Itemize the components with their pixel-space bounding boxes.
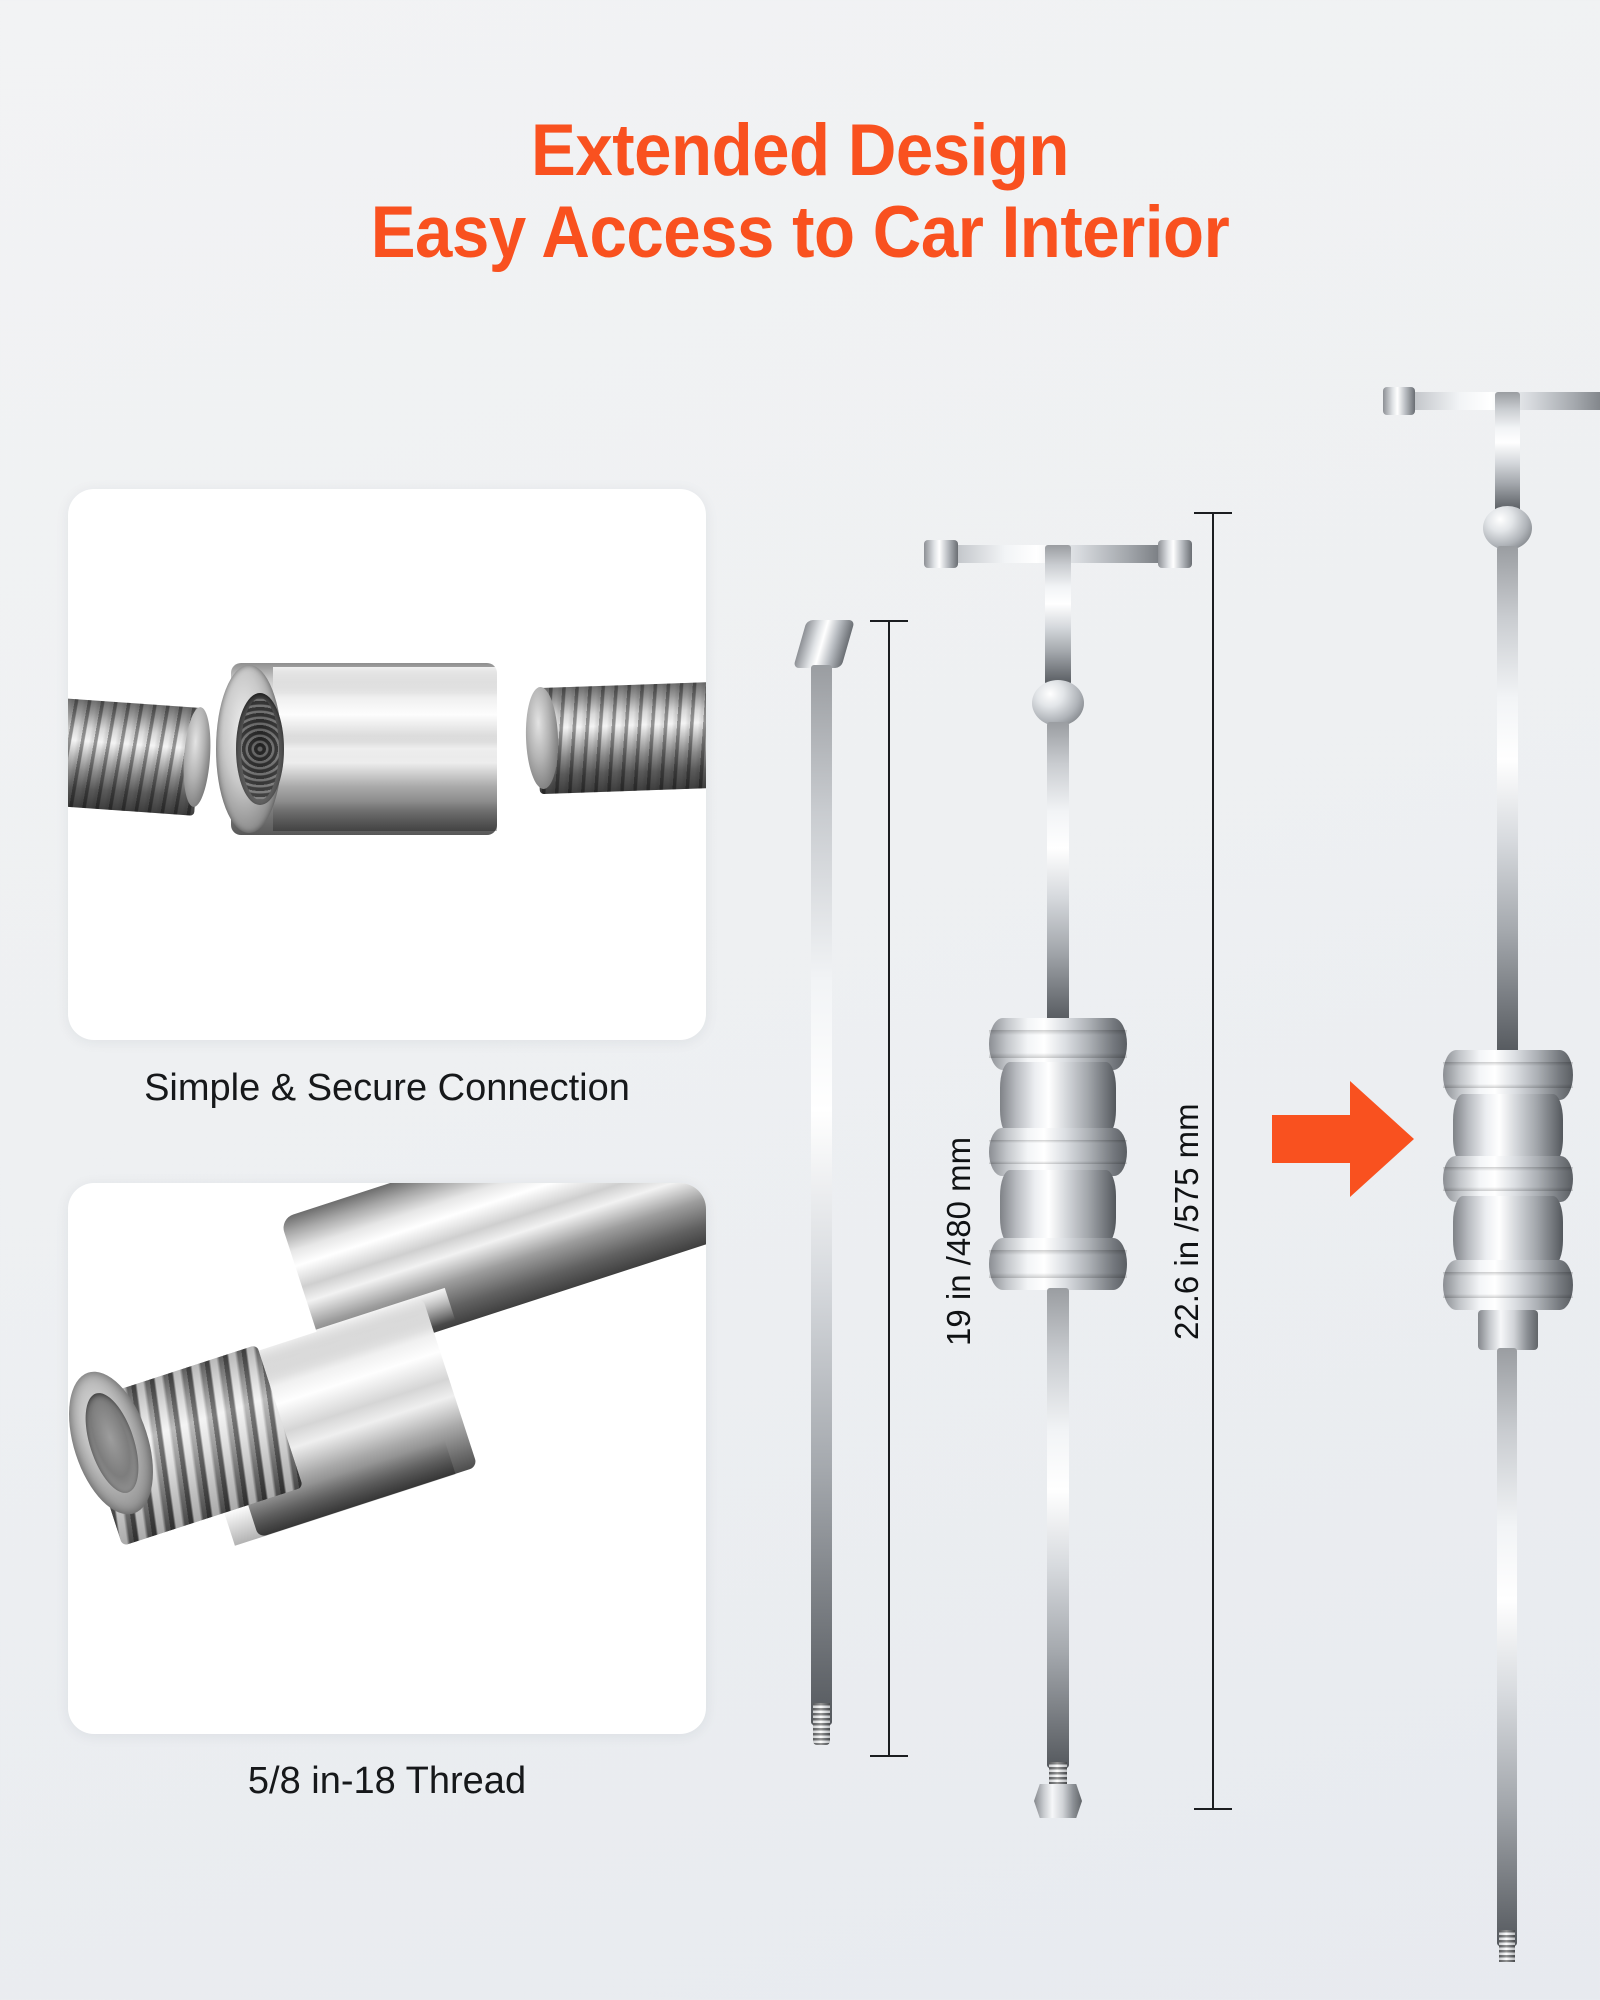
dimension-short-top-cap — [870, 620, 908, 622]
chrome-shaft-hex-nut-thread-photo — [68, 1183, 706, 1734]
grip-upper-waist — [1000, 1062, 1116, 1136]
stopper-ball-ext — [1483, 506, 1532, 550]
grip-top-flare-ext — [1443, 1050, 1573, 1100]
grip-middle-flare-ext — [1443, 1156, 1573, 1202]
heading-line-2: Easy Access to Car Interior — [370, 191, 1230, 273]
grip-bottom-flare-ext — [1443, 1260, 1573, 1310]
orange-right-arrow — [1272, 1075, 1414, 1203]
right-threaded-stud — [536, 681, 706, 795]
threaded-stud-and-hex-coupler-photo — [68, 489, 706, 1040]
grip-bottom-flare — [989, 1238, 1127, 1290]
caption-thread: 5/8 in-18 Thread — [247, 1760, 527, 1802]
grip-upper-waist-ext — [1453, 1094, 1563, 1164]
page-title: Extended Design Easy Access to Car Inter… — [64, 110, 1536, 274]
upper-shaft-ext — [1495, 392, 1520, 512]
coupler-joint — [1478, 1310, 1538, 1350]
thread-texture — [536, 681, 706, 795]
grip-top-flare — [989, 1018, 1127, 1070]
thread-texture — [68, 698, 202, 816]
grip-lower-waist-ext — [1453, 1196, 1563, 1266]
grip-middle-flare — [989, 1128, 1127, 1176]
dimension-short-label: 19 in /480 mm — [940, 1136, 977, 1346]
rod-bottom-thread — [813, 1703, 830, 1745]
coupler-top-facet — [273, 667, 497, 693]
upper-shaft — [1045, 545, 1071, 685]
dimension-short-bottom-cap — [870, 1755, 908, 1757]
foot-thread — [1049, 1762, 1067, 1786]
feature-card-connection — [68, 489, 706, 1040]
dimension-long-label: 22.6 in /575 mm — [1168, 1103, 1205, 1340]
stopper-ball — [1032, 680, 1084, 726]
dimension-short-line — [888, 620, 890, 1757]
heading-line-1: Extended Design — [531, 110, 1069, 191]
mid-shaft — [1047, 722, 1069, 1022]
dimension-long-bottom-cap — [1194, 1808, 1232, 1810]
hex-foot — [1034, 1784, 1082, 1818]
t-handle-bar-ext — [1385, 392, 1600, 410]
hex-coupler-bore — [236, 693, 284, 805]
dimension-long-top-cap — [1194, 512, 1232, 514]
t-handle-left-cap — [924, 540, 958, 568]
coupler-bottom-facet — [273, 801, 497, 831]
lower-extension-shaft — [1497, 1348, 1517, 1946]
rod-shaft — [811, 665, 832, 1725]
dimension-long-line — [1212, 512, 1214, 1810]
rod-top-tip — [793, 620, 855, 668]
mid-shaft-ext — [1497, 546, 1518, 1054]
left-threaded-stud — [68, 698, 202, 816]
grip-lower-waist — [1000, 1170, 1116, 1244]
caption-connection: Simple & Secure Connection — [144, 1067, 630, 1109]
lower-shaft — [1047, 1288, 1069, 1768]
extension-bottom-thread — [1499, 1930, 1515, 1962]
feature-card-thread — [68, 1183, 706, 1734]
t-handle-left-cap-ext — [1383, 387, 1415, 415]
t-handle-right-cap — [1158, 540, 1192, 568]
